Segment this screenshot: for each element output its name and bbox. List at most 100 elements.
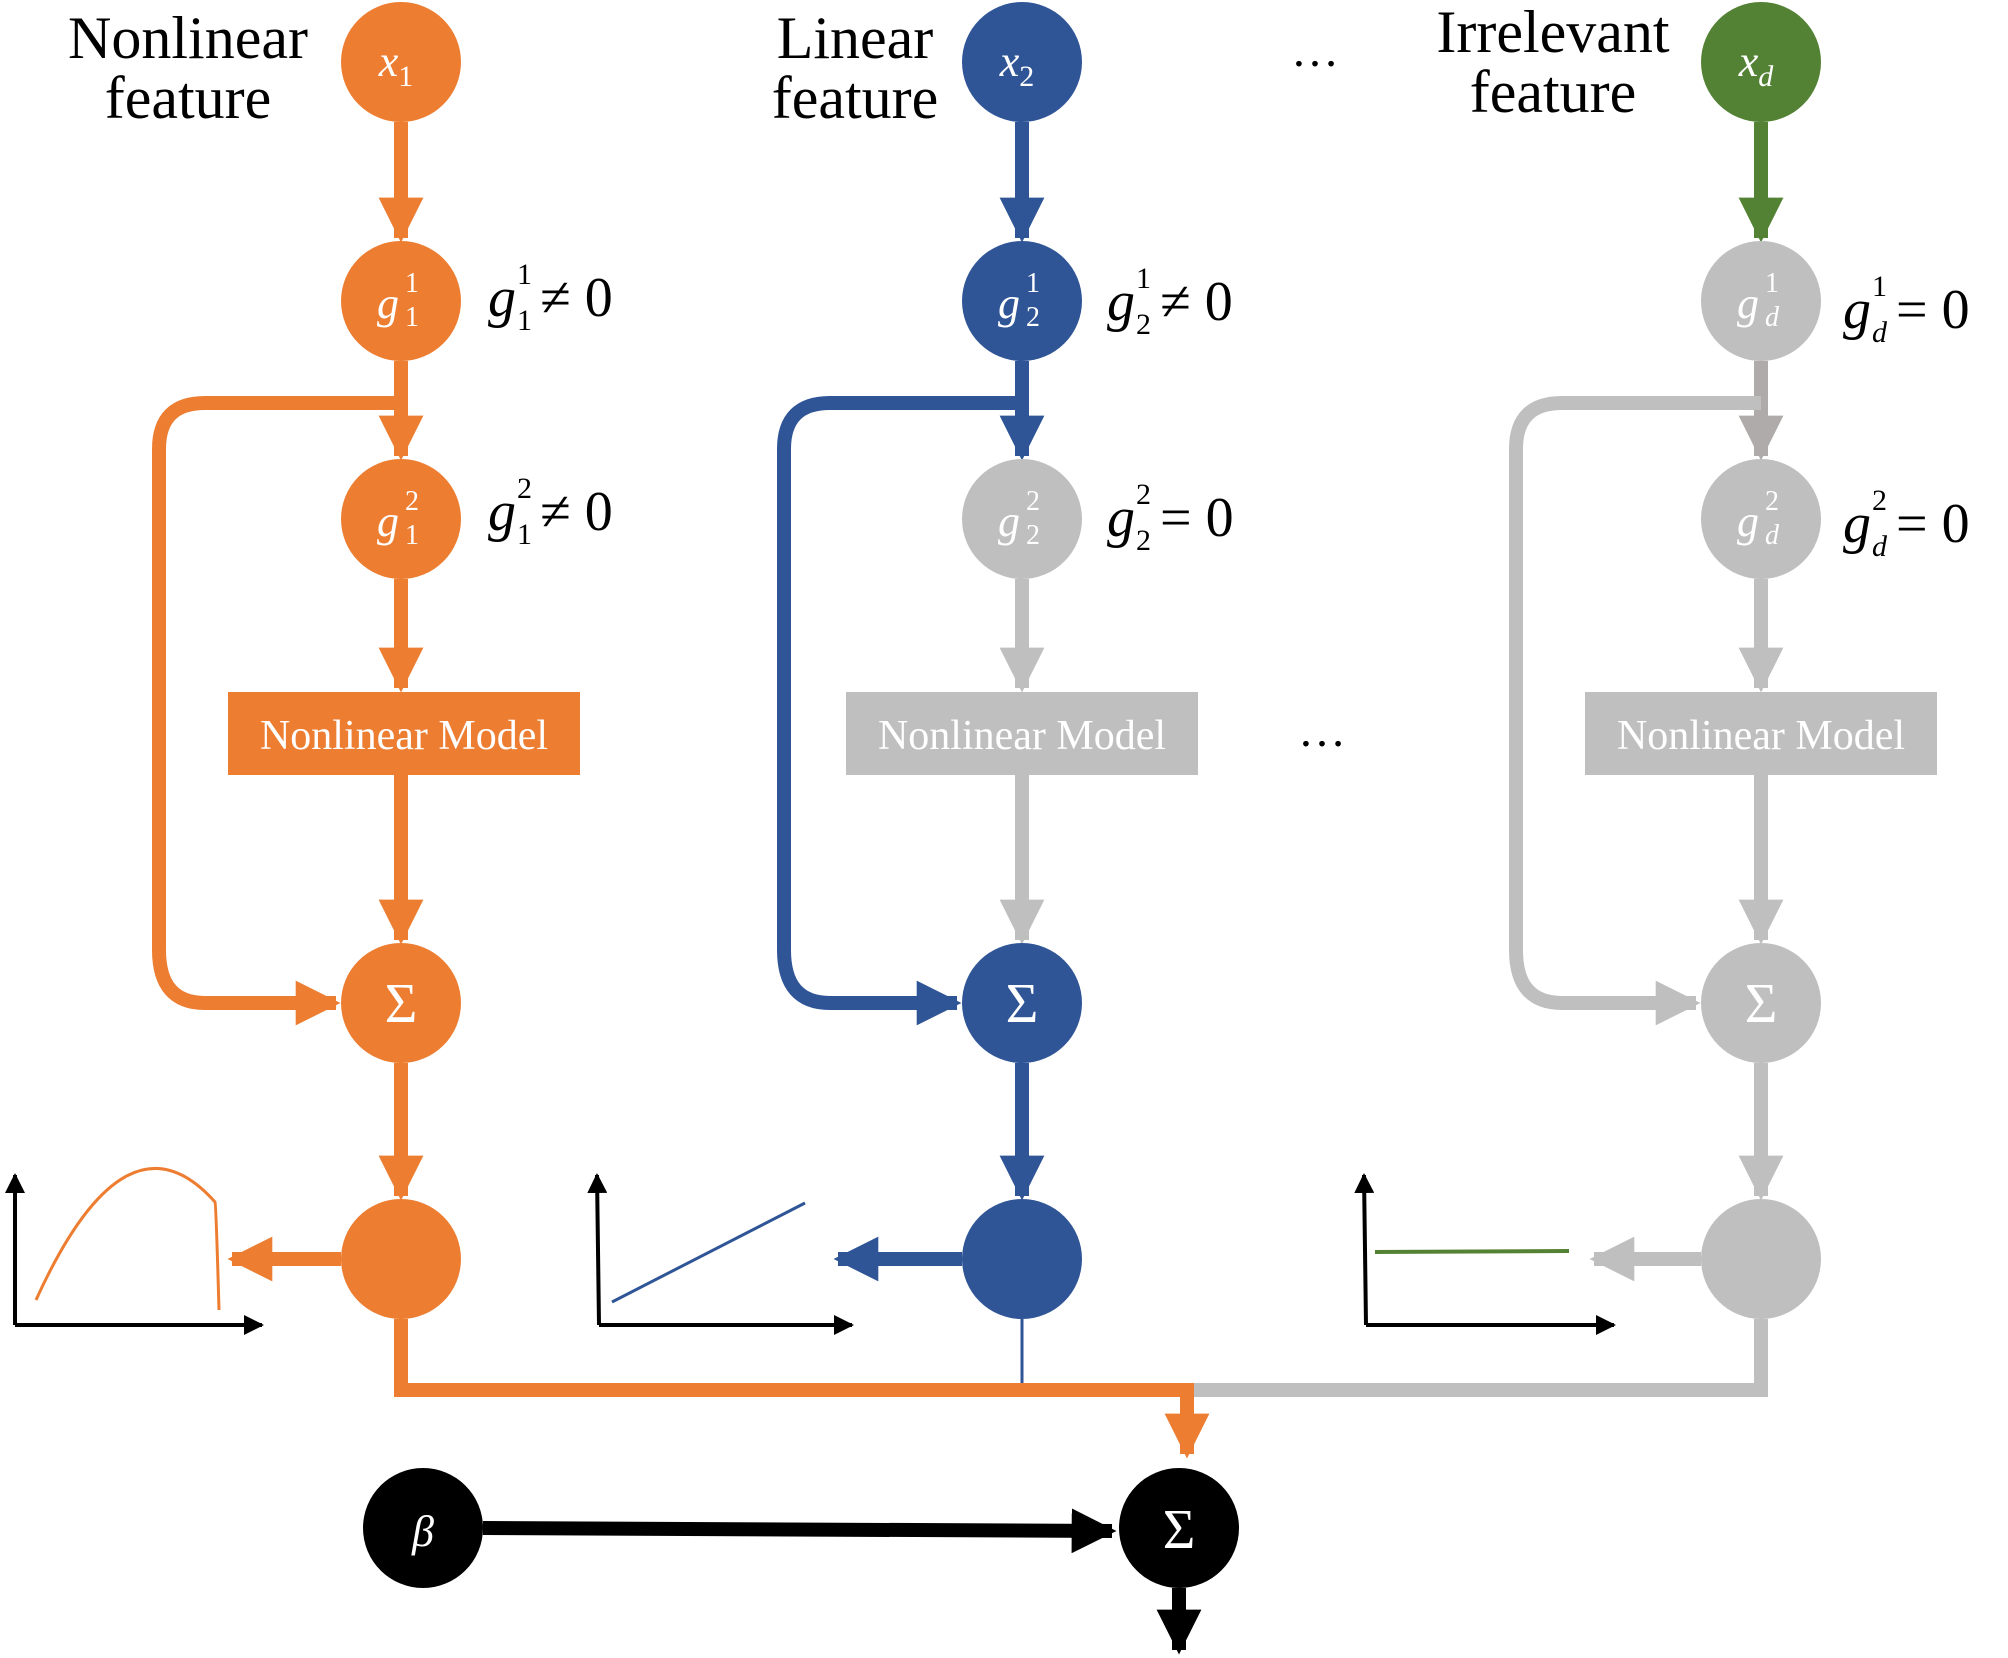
svg-text:x2: x2 bbox=[999, 37, 1035, 93]
svg-text:d: d bbox=[1765, 302, 1780, 333]
gate-node-g1: g 1 1 bbox=[341, 241, 461, 361]
gate-node-g1: g 1 d bbox=[1701, 241, 1821, 361]
svg-text:Nonlinear Model: Nonlinear Model bbox=[878, 713, 1166, 759]
svg-text:g: g bbox=[377, 279, 399, 328]
output-aggregation: β Σ bbox=[363, 1319, 1768, 1655]
svg-text:d: d bbox=[1765, 520, 1780, 551]
edge-bias-to-sum bbox=[482, 1508, 1117, 1554]
gate-node-g2: g 2 2 bbox=[962, 459, 1082, 579]
svg-text:1: 1 bbox=[1765, 268, 1779, 299]
bias-node: β bbox=[363, 1468, 483, 1588]
svg-text:1: 1 bbox=[517, 518, 532, 551]
gate-g1-condition: g 1 2 ≠ 0 bbox=[1107, 262, 1233, 341]
sum-node: Σ bbox=[1701, 943, 1821, 1063]
output-node bbox=[1701, 1199, 1821, 1319]
ellipsis-top: … bbox=[1291, 24, 1339, 77]
column-nonlinear-feature: Nonlinear feature x1 g 1 1 g 2 1 g 1 bbox=[4, 2, 613, 1335]
svg-text:g: g bbox=[1107, 271, 1135, 333]
bus-gray-segment bbox=[1190, 1319, 1768, 1397]
svg-text:1: 1 bbox=[517, 258, 532, 291]
output-node bbox=[341, 1199, 461, 1319]
input-node-xd: xd bbox=[1701, 2, 1821, 122]
svg-text:g: g bbox=[998, 497, 1020, 546]
svg-text:x1: x1 bbox=[378, 37, 414, 93]
sum-node: Σ bbox=[962, 943, 1082, 1063]
svg-text:g: g bbox=[1107, 487, 1135, 549]
output-node bbox=[962, 1199, 1082, 1319]
svg-text:2: 2 bbox=[1026, 486, 1040, 517]
gate-g1-condition: g 1 1 ≠ 0 bbox=[488, 258, 613, 337]
svg-text:2: 2 bbox=[405, 486, 419, 517]
svg-text:≠ 0: ≠ 0 bbox=[1160, 271, 1233, 333]
svg-text:2: 2 bbox=[1026, 520, 1040, 551]
plot-y-axis bbox=[1354, 1173, 1375, 1326]
svg-text:Nonlinear Model: Nonlinear Model bbox=[1617, 713, 1905, 759]
column-linear-feature: Linear feature x2 g 1 2 g 2 2 g 1 2 bbox=[587, 2, 1234, 1390]
sum-node: Σ bbox=[341, 943, 461, 1063]
gate-g2-condition: g 2 1 ≠ 0 bbox=[488, 472, 613, 551]
plot-curve bbox=[34, 1166, 221, 1311]
svg-text:≠ 0: ≠ 0 bbox=[540, 481, 613, 543]
nonlinear-model-box: Nonlinear Model bbox=[846, 692, 1198, 775]
svg-text:Nonlinear Model: Nonlinear Model bbox=[260, 713, 548, 759]
column-title-line1: Irrelevant bbox=[1436, 0, 1670, 65]
input-node-x1: x1 bbox=[341, 2, 461, 122]
svg-text:1: 1 bbox=[405, 302, 419, 333]
svg-text:d: d bbox=[1872, 316, 1888, 349]
column-title-line2: feature bbox=[772, 65, 939, 131]
nonlinear-model-box: Nonlinear Model bbox=[1585, 692, 1937, 775]
svg-text:2: 2 bbox=[1765, 486, 1779, 517]
bus-orange-segment bbox=[394, 1319, 1210, 1459]
shape-function-plot-parabola bbox=[4, 1166, 264, 1335]
svg-text:1: 1 bbox=[405, 268, 419, 299]
svg-text:= 0: = 0 bbox=[1896, 279, 1970, 341]
svg-text:d: d bbox=[1872, 530, 1888, 563]
gate-node-g2: g 2 d bbox=[1701, 459, 1821, 579]
svg-text:g: g bbox=[488, 267, 516, 329]
column-irrelevant-feature: Irrelevant feature xd g 1 d g 2 d g 1 d bbox=[1354, 0, 1970, 1335]
gate-node-g2: g 2 1 bbox=[341, 459, 461, 579]
column-title-line2: feature bbox=[1470, 59, 1637, 125]
svg-text:g: g bbox=[998, 279, 1020, 328]
svg-text:g: g bbox=[488, 481, 516, 543]
svg-text:1: 1 bbox=[1136, 262, 1151, 295]
shape-function-plot-linear bbox=[587, 1173, 854, 1335]
svg-text:Σ: Σ bbox=[1006, 973, 1039, 1035]
svg-text:Σ: Σ bbox=[1163, 1499, 1196, 1561]
svg-text:= 0: = 0 bbox=[1896, 493, 1970, 555]
ellipsis-middle: … bbox=[1298, 704, 1346, 757]
plot-curve bbox=[1374, 1249, 1570, 1254]
column-title-line1: Nonlinear bbox=[68, 5, 308, 71]
svg-text:2: 2 bbox=[1136, 308, 1151, 341]
edge-skip-connection bbox=[777, 396, 1022, 1026]
svg-text:≠ 0: ≠ 0 bbox=[540, 267, 613, 329]
plot-curve bbox=[611, 1201, 806, 1304]
svg-text:1: 1 bbox=[1026, 268, 1040, 299]
shape-function-plot-flat bbox=[1354, 1173, 1616, 1335]
final-sum-node: Σ bbox=[1119, 1468, 1239, 1588]
svg-text:xd: xd bbox=[1738, 37, 1775, 93]
edge-skip-connection bbox=[1509, 396, 1761, 1026]
svg-text:Σ: Σ bbox=[1745, 973, 1778, 1035]
svg-text:1: 1 bbox=[1872, 270, 1887, 303]
column-title-line2: feature bbox=[105, 65, 272, 131]
svg-text:1: 1 bbox=[517, 304, 532, 337]
svg-text:g: g bbox=[377, 497, 399, 546]
svg-text:β: β bbox=[411, 1507, 434, 1556]
gate-node-g1: g 1 2 bbox=[962, 241, 1082, 361]
svg-text:2: 2 bbox=[1872, 484, 1887, 517]
plot-y-axis bbox=[587, 1173, 608, 1326]
edge-skip-connection bbox=[152, 396, 401, 1026]
svg-text:2: 2 bbox=[517, 472, 532, 505]
input-node-x2: x2 bbox=[962, 2, 1082, 122]
svg-text:g: g bbox=[1843, 493, 1871, 555]
gate-g1-condition: g 1 d = 0 bbox=[1843, 270, 1970, 349]
svg-text:g: g bbox=[1737, 497, 1759, 546]
svg-text:2: 2 bbox=[1136, 478, 1151, 511]
column-title-line1: Linear bbox=[777, 5, 934, 71]
gate-g2-condition: g 2 d = 0 bbox=[1843, 484, 1970, 563]
nonlinear-model-box: Nonlinear Model bbox=[228, 692, 580, 775]
svg-text:g: g bbox=[1737, 279, 1759, 328]
svg-text:2: 2 bbox=[1136, 524, 1151, 557]
svg-text:Σ: Σ bbox=[385, 973, 418, 1035]
